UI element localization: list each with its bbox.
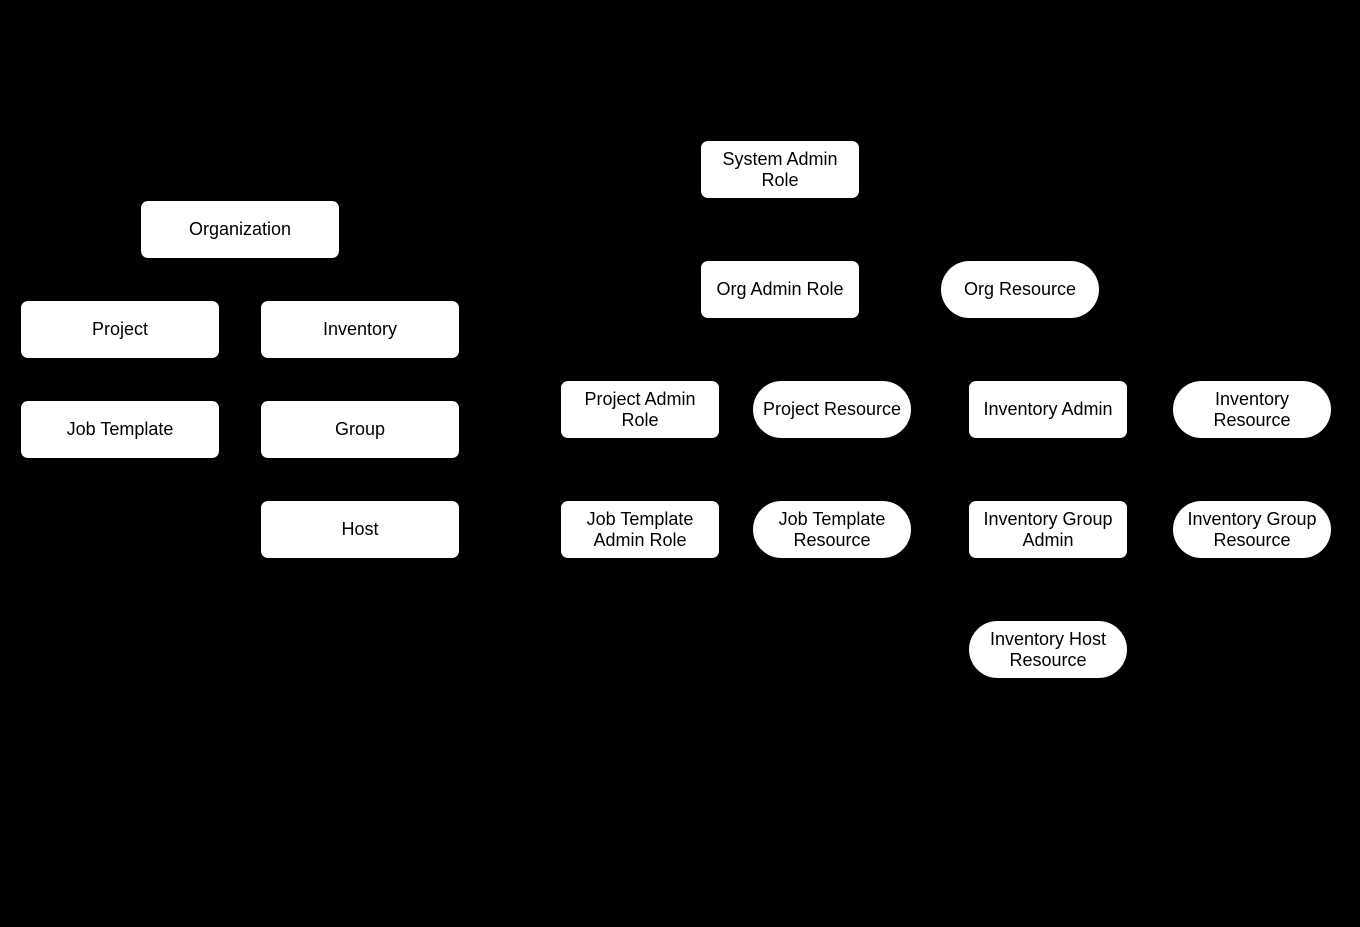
node-project-resource: Project Resource (753, 381, 911, 438)
node-host: Host (261, 501, 459, 558)
node-job-template-resource: Job Template Resource (753, 501, 911, 558)
node-project-admin-role: Project Admin Role (561, 381, 719, 438)
node-org-resource: Org Resource (941, 261, 1099, 318)
node-group: Group (261, 401, 459, 458)
node-inventory-group-admin: Inventory Group Admin (969, 501, 1127, 558)
node-inventory-group-resource: Inventory Group Resource (1173, 501, 1331, 558)
node-org-admin-role: Org Admin Role (701, 261, 859, 318)
node-job-template: Job Template (21, 401, 219, 458)
node-inventory-resource: Inventory Resource (1173, 381, 1331, 438)
node-job-template-admin-role: Job Template Admin Role (561, 501, 719, 558)
node-inventory-admin: Inventory Admin (969, 381, 1127, 438)
node-system-admin-role: System Admin Role (701, 141, 859, 198)
node-organization: Organization (141, 201, 339, 258)
node-inventory: Inventory (261, 301, 459, 358)
node-project: Project (21, 301, 219, 358)
node-inventory-host-resource: Inventory Host Resource (969, 621, 1127, 678)
